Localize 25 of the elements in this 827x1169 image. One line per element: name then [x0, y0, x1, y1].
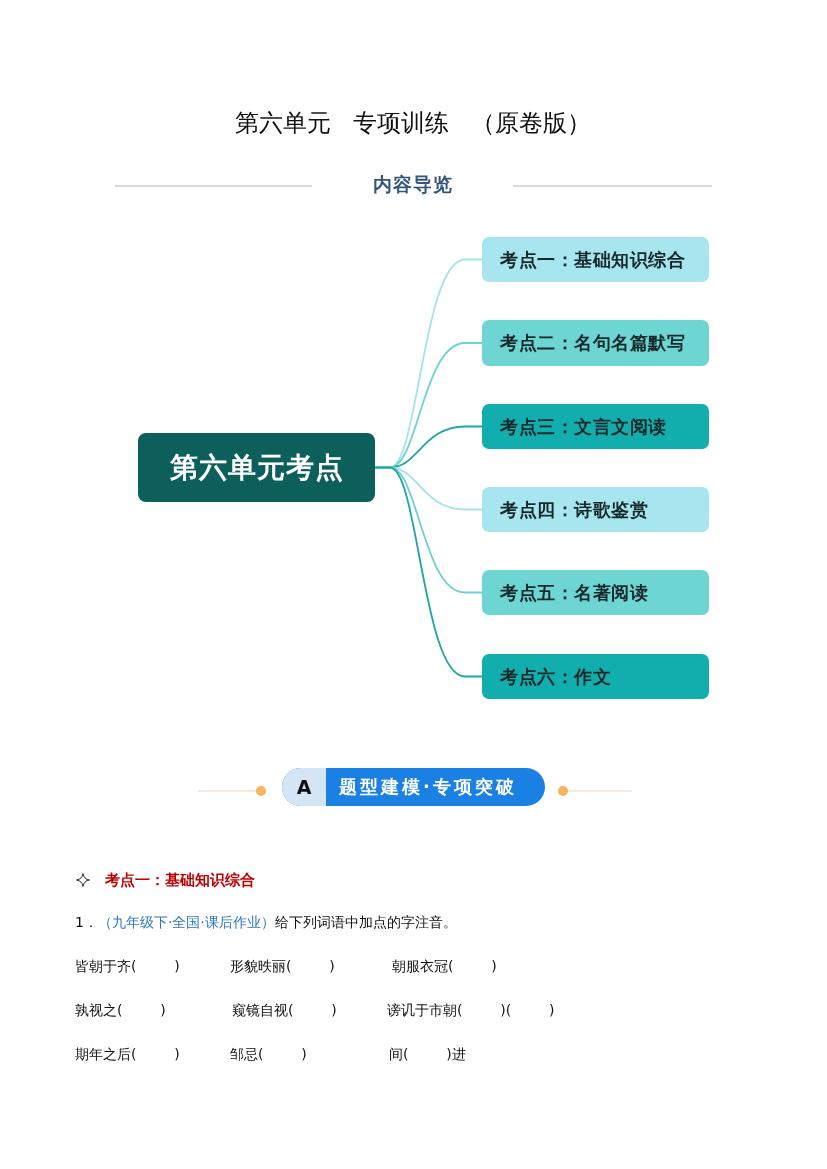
fill-in-item: 皆朝于齐( ): [75, 958, 180, 976]
section-heading: 内容导览: [373, 172, 453, 197]
fill-in-item: 谤讥于市朝( )( ): [387, 1002, 555, 1020]
page-title: 第六单元 专项训练 （原卷版）: [235, 108, 591, 139]
branch-topic-box: 考点五：名著阅读: [482, 570, 709, 615]
connector-line: [374, 466, 483, 678]
topic-heading: 考点一：基础知识综合: [105, 871, 255, 890]
source-link: （九年级下·全国·课后作业）: [97, 914, 275, 930]
section-banner: [282, 768, 545, 806]
branch-topic-box: 考点一：基础知识综合: [482, 237, 709, 282]
fill-in-item: 形貌昳丽( ): [230, 958, 335, 976]
banner-title: 题型建模·专项突破: [339, 775, 517, 799]
branch-topic-box: 考点六：作文: [482, 654, 709, 699]
fill-in-item: 期年之后( ): [75, 1046, 180, 1064]
fill-in-item: 朝服衣冠( ): [392, 958, 497, 976]
section-letter: A: [282, 768, 326, 806]
central-topic-box: 第六单元考点: [138, 433, 375, 502]
branch-topic-box: 考点二：名句名篇默写: [482, 320, 709, 366]
fill-in-item: 孰视之( ): [75, 1002, 166, 1020]
fill-in-item: 邹忌( ): [230, 1046, 307, 1064]
branch-topic-box: 考点三：文言文阅读: [482, 404, 709, 449]
fill-in-item: 间( )进: [389, 1046, 466, 1064]
fill-in-item: 窥镜自视( ): [232, 1002, 337, 1020]
question-text: 1．（九年级下·全国·课后作业）给下列词语中加点的字注音。: [75, 914, 457, 932]
branch-topic-box: 考点四：诗歌鉴赏: [482, 487, 709, 532]
